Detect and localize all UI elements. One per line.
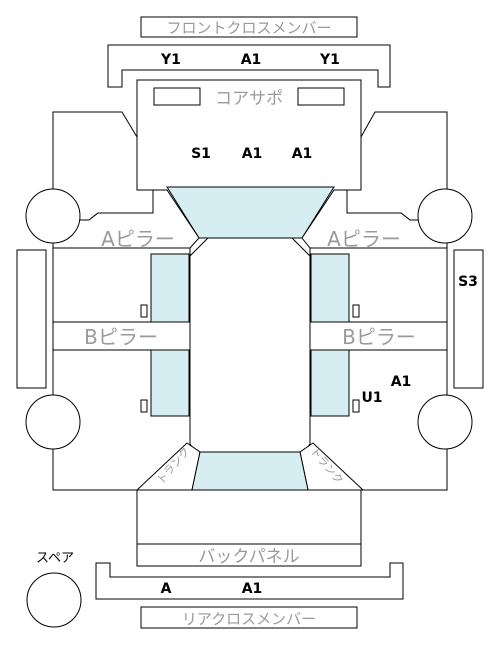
front-member-code-right: Y1 xyxy=(319,52,340,68)
left-b-pillar-label: Bピラー xyxy=(84,325,158,349)
right-a-pillar-strip xyxy=(301,189,448,249)
core-support-right-slot xyxy=(297,87,345,106)
core-code-s1: S1 xyxy=(191,146,211,162)
back-panel-box xyxy=(136,543,362,567)
spare-label: スペア xyxy=(36,551,74,566)
rear-left-wheel xyxy=(25,394,81,450)
front-member-code-left: Y1 xyxy=(160,52,181,68)
rear-right-wheel xyxy=(417,394,473,450)
front-cross-member-label: フロントクロスメンバー xyxy=(166,19,331,37)
right-rear-door-handle xyxy=(352,399,360,413)
right-code-a1: A1 xyxy=(391,374,412,390)
rear-cross-member-label: リアクロスメンバー xyxy=(182,610,316,628)
left-front-window xyxy=(150,253,190,323)
rear-code-a1: A1 xyxy=(242,581,263,597)
right-front-door-handle xyxy=(352,304,360,318)
back-panel-label: バックパネル xyxy=(198,547,299,567)
rear-window-glass xyxy=(191,451,309,491)
left-front-door-handle xyxy=(140,304,148,318)
core-code-a1-right: A1 xyxy=(292,146,313,162)
rear-trunk-area xyxy=(136,489,362,545)
right-front-window xyxy=(310,253,350,323)
front-left-wheel xyxy=(25,188,81,244)
roof-panel xyxy=(189,237,311,463)
rear-code-a: A xyxy=(161,581,172,597)
core-code-a1-left: A1 xyxy=(242,146,263,162)
core-support-left-slot xyxy=(153,87,201,106)
front-right-wheel xyxy=(417,188,473,244)
left-rear-window xyxy=(150,349,190,417)
right-side-code-s3: S3 xyxy=(458,274,478,290)
rear-cross-member-bracket xyxy=(95,562,404,600)
left-side-step xyxy=(16,249,47,389)
left-rear-door-handle xyxy=(140,399,148,413)
front-cross-member-box xyxy=(140,16,358,38)
right-a-pillar-label: Aピラー xyxy=(327,227,401,251)
left-a-pillar-strip xyxy=(52,189,200,249)
right-code-u1: U1 xyxy=(361,390,382,406)
right-side-step xyxy=(453,249,484,389)
left-a-pillar-label: Aピラー xyxy=(101,227,175,251)
right-rear-window xyxy=(310,349,350,417)
right-b-pillar-label: Bピラー xyxy=(342,325,416,349)
spare-tire xyxy=(26,572,82,628)
front-member-code-center: A1 xyxy=(241,52,262,68)
right-b-pillar-strip xyxy=(309,321,448,351)
rear-cross-member-box xyxy=(140,606,358,629)
core-support-label: コアサポ xyxy=(215,89,283,109)
front-cross-member-bracket xyxy=(107,44,391,88)
left-b-pillar-strip xyxy=(52,321,191,351)
